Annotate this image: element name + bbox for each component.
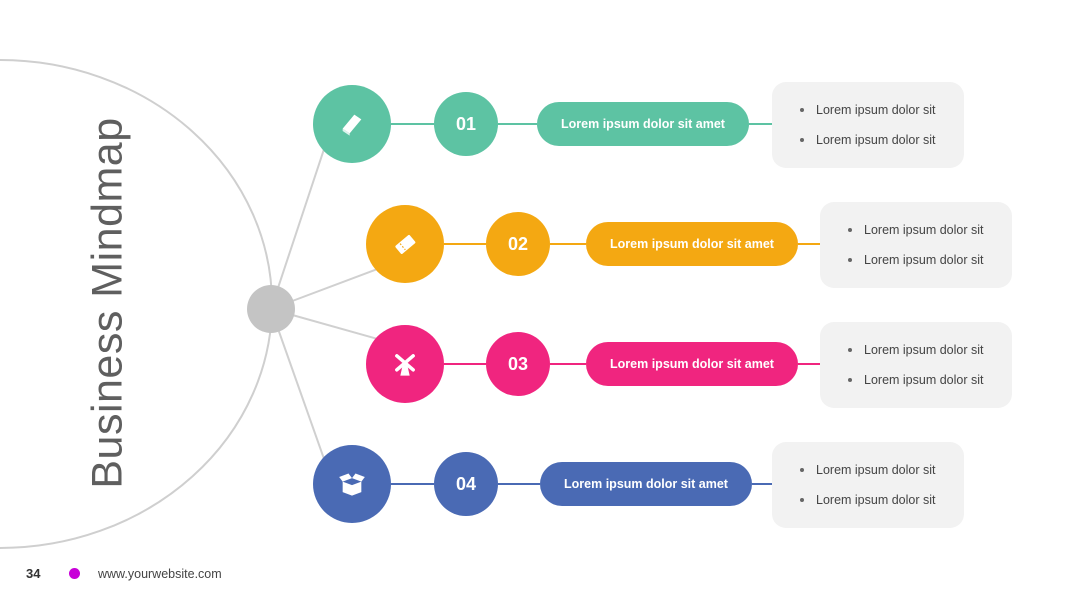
branch-number-4: 04 bbox=[434, 452, 498, 516]
page-number: 34 bbox=[26, 566, 41, 581]
bullet-dot bbox=[800, 468, 804, 472]
bullet-text: Lorem ipsum dolor sit bbox=[816, 493, 936, 507]
branch-number-3: 03 bbox=[486, 332, 550, 396]
hub-connector-4 bbox=[270, 308, 325, 460]
bullet-dot bbox=[800, 138, 804, 142]
bullet-text: Lorem ipsum dolor sit bbox=[816, 103, 936, 117]
windmill-icon bbox=[366, 325, 444, 403]
branch-label-4: Lorem ipsum dolor sit amet bbox=[540, 462, 752, 506]
bullet-dot bbox=[800, 498, 804, 502]
bullet-text: Lorem ipsum dolor sit bbox=[864, 253, 984, 267]
branch-label-1: Lorem ipsum dolor sit amet bbox=[537, 102, 749, 146]
bullet-item: Lorem ipsum dolor sit bbox=[848, 253, 1012, 267]
bullet-dot bbox=[848, 348, 852, 352]
ticket-icon bbox=[366, 205, 444, 283]
book-icon bbox=[313, 85, 391, 163]
bullet-item: Lorem ipsum dolor sit bbox=[800, 493, 964, 507]
open-box-icon bbox=[313, 445, 391, 523]
bullet-item: Lorem ipsum dolor sit bbox=[800, 133, 964, 147]
branch-label-3: Lorem ipsum dolor sit amet bbox=[586, 342, 798, 386]
branch-number-2: 02 bbox=[486, 212, 550, 276]
bullet-dot bbox=[800, 108, 804, 112]
bullet-dot bbox=[848, 378, 852, 382]
mindmap-hub bbox=[247, 285, 295, 333]
hub-connector-1 bbox=[270, 148, 325, 310]
bullet-text: Lorem ipsum dolor sit bbox=[816, 133, 936, 147]
bullet-item: Lorem ipsum dolor sit bbox=[800, 103, 964, 117]
arc-outline bbox=[0, 59, 273, 549]
bullet-text: Lorem ipsum dolor sit bbox=[864, 343, 984, 357]
branch-label-2: Lorem ipsum dolor sit amet bbox=[586, 222, 798, 266]
page-title: Business Mindmap bbox=[83, 117, 132, 489]
bullet-dot bbox=[848, 258, 852, 262]
bullet-text: Lorem ipsum dolor sit bbox=[864, 373, 984, 387]
bullet-text: Lorem ipsum dolor sit bbox=[816, 463, 936, 477]
bullet-item: Lorem ipsum dolor sit bbox=[848, 373, 1012, 387]
bullet-text: Lorem ipsum dolor sit bbox=[864, 223, 984, 237]
bullet-item: Lorem ipsum dolor sit bbox=[800, 463, 964, 477]
branch-number-1: 01 bbox=[434, 92, 498, 156]
website-link[interactable]: www.yourwebsite.com bbox=[98, 567, 222, 581]
bullet-item: Lorem ipsum dolor sit bbox=[848, 343, 1012, 357]
bullet-dot bbox=[848, 228, 852, 232]
bullet-item: Lorem ipsum dolor sit bbox=[848, 223, 1012, 237]
footer-dot bbox=[69, 568, 80, 579]
